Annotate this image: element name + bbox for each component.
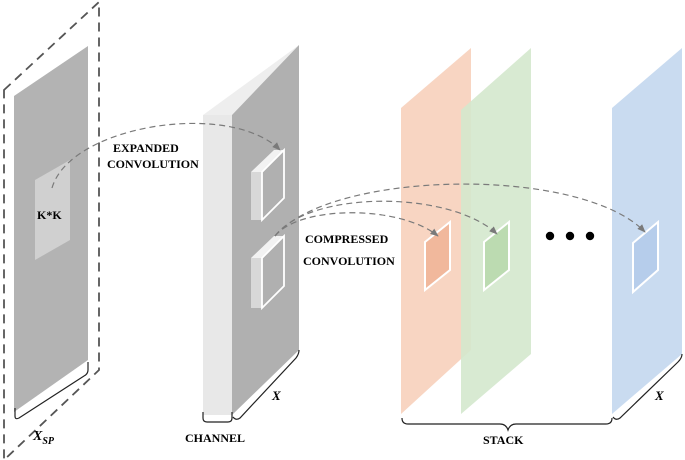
expanded-label-line2: CONVOLUTION xyxy=(107,157,199,171)
channel-brace xyxy=(202,412,233,423)
compressed-label-line1: COMPRESSED xyxy=(305,232,389,246)
x-label-channel: X xyxy=(271,388,281,403)
input-feature-map: K*K XSP xyxy=(3,0,100,460)
compressed-arrow-orange xyxy=(274,212,439,237)
kernel-label: K*K xyxy=(37,208,62,222)
green-panel xyxy=(461,48,531,414)
expanded-arrow xyxy=(51,122,281,189)
blue-patch xyxy=(632,219,659,295)
input-dashed-border xyxy=(3,0,100,460)
channel-side-face xyxy=(203,115,232,415)
channel-front-face xyxy=(232,45,299,415)
x-label-stack: X xyxy=(654,388,664,403)
expanded-kernel-cube xyxy=(251,147,285,223)
orange-panel xyxy=(401,48,471,414)
stack-label: STACK xyxy=(483,433,524,447)
compressed-kernel-cube xyxy=(251,233,285,311)
xsp-brace xyxy=(14,362,89,420)
arrows xyxy=(51,122,646,237)
x-brace-stack xyxy=(612,353,683,420)
kernel-patch xyxy=(35,160,70,260)
ellipsis-dots xyxy=(545,231,595,241)
compressed-label-line2: CONVOLUTION xyxy=(303,254,395,268)
channel-label: CHANNEL xyxy=(185,431,245,445)
orange-patch xyxy=(424,219,451,293)
channel-block: CHANNEL X xyxy=(185,45,300,445)
stack-brace xyxy=(401,417,613,432)
x-brace-channel xyxy=(232,349,300,420)
channel-top-face xyxy=(203,45,299,115)
xsp-label: XSP xyxy=(32,429,55,447)
compressed-arrow-blue xyxy=(274,183,646,237)
stack-group: STACK X xyxy=(401,48,683,447)
green-patch xyxy=(483,219,510,293)
expanded-label-line1: EXPANDED xyxy=(113,141,179,155)
